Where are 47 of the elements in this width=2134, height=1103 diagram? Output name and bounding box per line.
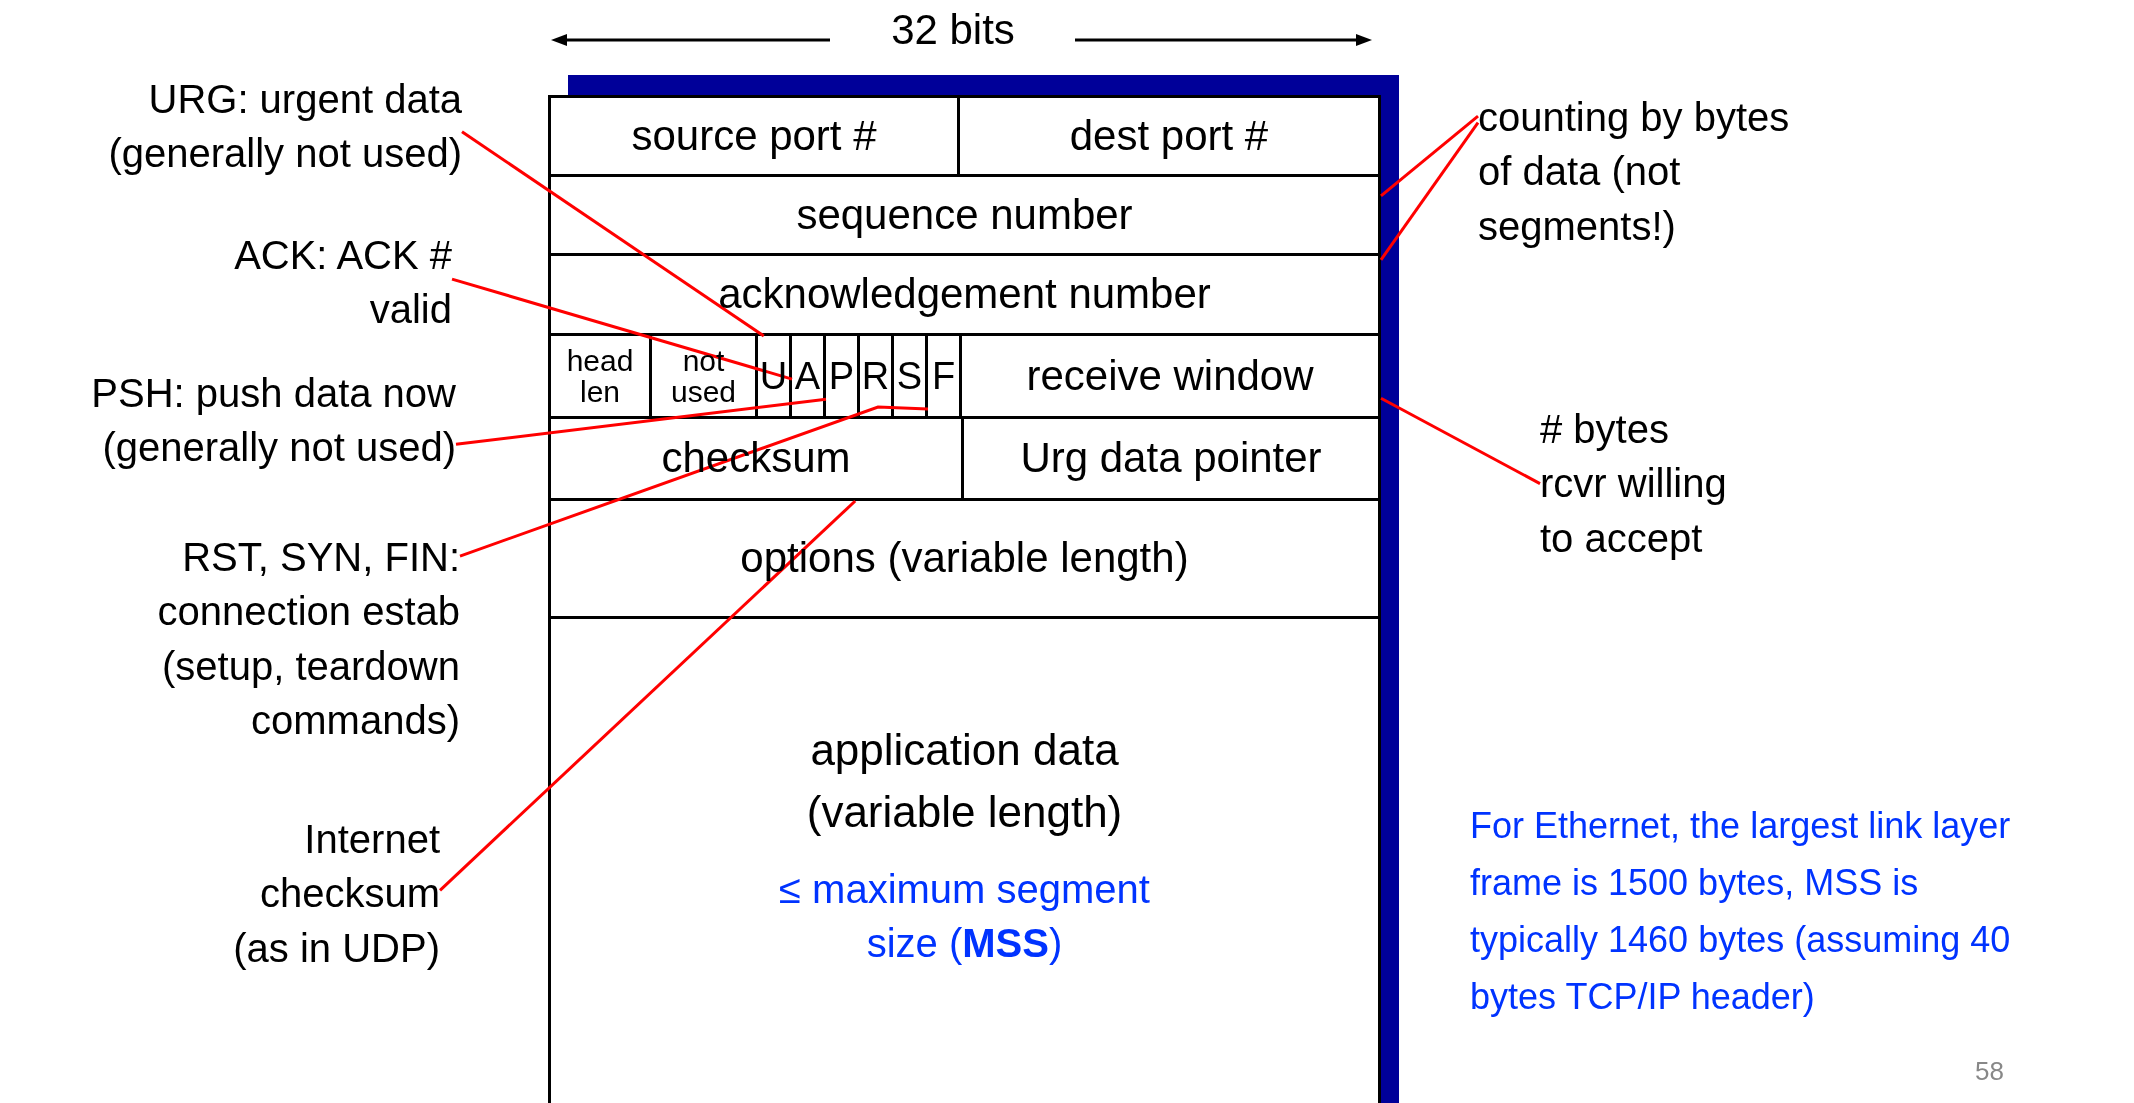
leader-line <box>461 130 765 338</box>
dimension-label: 32 bits <box>890 5 1016 55</box>
leader-line <box>1380 396 1541 485</box>
flag-bit-field <box>826 336 860 419</box>
header-field <box>551 336 652 419</box>
flag-bit-field <box>860 336 894 419</box>
header-field <box>960 98 1381 177</box>
leader-line <box>451 277 793 381</box>
field-label: F <box>931 357 956 395</box>
flag-bit-field <box>928 336 962 419</box>
leader-line <box>1380 114 1479 197</box>
header-field <box>962 336 1381 419</box>
field-label: P <box>828 357 855 395</box>
header-field <box>551 98 960 177</box>
flag-bit-field <box>792 336 826 419</box>
leader-line <box>459 405 929 558</box>
field-label: receive window <box>1026 350 1314 401</box>
annotation-text: ACK: ACK # valid <box>202 228 452 337</box>
note-text: For Ethernet, the largest link layer frame is 1500 bytes, MSS is typically 1460 bytes (assuming 40 bytes TCP/IP header) <box>1470 804 2012 1019</box>
field-label: acknowledgement number <box>718 269 1211 320</box>
annotation-text: counting by bytes of data (not segments!) <box>1478 90 1818 254</box>
header-field <box>551 177 1381 256</box>
leader-line <box>455 397 827 446</box>
flag-bit-field <box>894 336 928 419</box>
field-label: application data (variable length) <box>805 724 1124 838</box>
field-label: Urg data pointer <box>1020 433 1322 484</box>
field-label: A <box>794 357 821 395</box>
page-number: 58 <box>1975 1055 2004 1088</box>
field-label: dest port # <box>1069 110 1269 161</box>
note-text: ≤ maximum segment size (MSS) <box>778 866 1151 968</box>
field-label: head len <box>565 344 635 408</box>
header-field <box>551 256 1381 336</box>
annotation-text: RST, SYN, FIN: connection estab (setup, teardown commands) <box>90 530 460 748</box>
leader-line <box>438 499 857 892</box>
field-label: sequence number <box>796 189 1133 240</box>
annotation-text: Internet checksum (as in UDP) <box>210 812 440 976</box>
field-label: source port # <box>631 110 877 161</box>
header-field <box>964 419 1381 501</box>
field-label: not used <box>669 344 738 408</box>
annotation-text: URG: urgent data (generally not used) <box>22 72 462 181</box>
leader-line <box>1379 121 1480 261</box>
header-field <box>652 336 758 419</box>
annotation-text: # bytes rcvr willing to accept <box>1540 402 1732 566</box>
field-label: S <box>896 357 923 395</box>
field-label: R <box>861 357 890 395</box>
annotation-text: PSH: push data now (generally not used) <box>11 366 456 475</box>
header-field <box>551 501 1381 619</box>
